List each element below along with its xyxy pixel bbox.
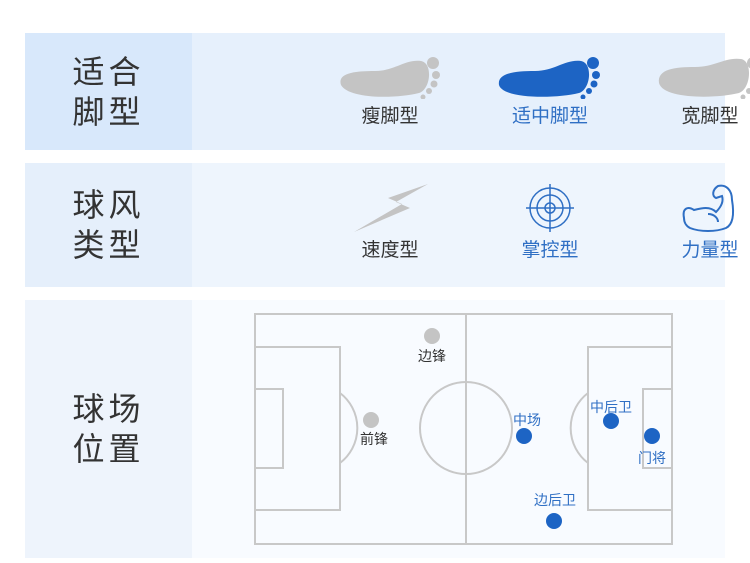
play-style-row: 球风类型 速度型 掌控型 力量型: [25, 163, 739, 287]
foot-icon: [320, 53, 460, 101]
field-position-row: 球场位置: [25, 300, 725, 558]
foot-type-label: 适合脚型: [25, 33, 192, 150]
player-label-fullback: 边后卫: [534, 493, 576, 509]
style-option-control[interactable]: 掌控型: [480, 181, 620, 262]
player-label-center-back: 中后卫: [590, 400, 632, 416]
muscle-icon: [640, 181, 750, 235]
foot-type-row: 适合脚型 瘦脚型 适中脚型 宽脚型: [25, 33, 750, 150]
player-label-forward: 前锋: [360, 432, 388, 448]
foot-option-thin[interactable]: 瘦脚型: [320, 53, 460, 128]
foot-icon: [640, 53, 750, 101]
target-icon: [480, 181, 620, 235]
player-dot-midfield[interactable]: [516, 428, 532, 444]
field-position-label: 球场位置: [25, 300, 192, 558]
player-dot-winger[interactable]: [424, 328, 440, 344]
foot-icon: [480, 53, 620, 101]
player-dot-center-back[interactable]: [603, 413, 619, 429]
play-style-label: 球风类型: [25, 163, 192, 287]
player-dot-fullback[interactable]: [546, 513, 562, 529]
player-label-midfield: 中场: [513, 413, 541, 429]
player-dot-forward[interactable]: [363, 412, 379, 428]
foot-option-medium[interactable]: 适中脚型: [480, 53, 620, 128]
player-label-goalkeeper: 门将: [638, 451, 666, 467]
player-label-winger: 边锋: [418, 349, 446, 365]
foot-option-wide[interactable]: 宽脚型: [640, 53, 750, 128]
style-option-speed[interactable]: 速度型: [320, 181, 460, 262]
player-dot-goalkeeper[interactable]: [644, 428, 660, 444]
style-option-power[interactable]: 力量型: [640, 181, 750, 262]
